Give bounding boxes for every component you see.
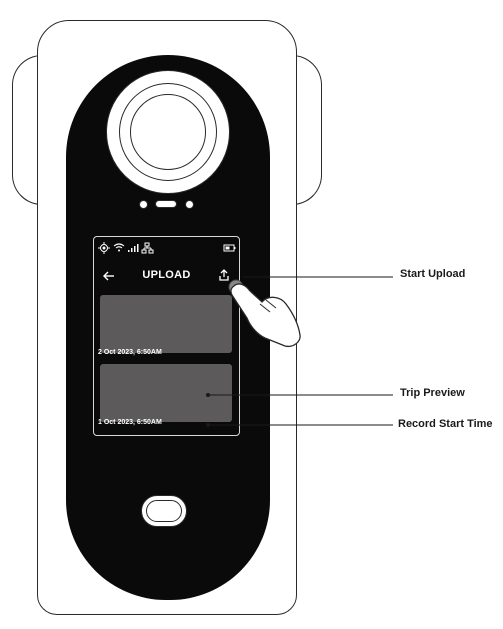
- trip-preview-card[interactable]: [100, 295, 232, 353]
- wifi-icon: [113, 243, 125, 252]
- signal-icon: [128, 244, 139, 252]
- network-icon: [141, 242, 154, 254]
- battery-icon: [223, 244, 236, 252]
- camera-lens-icon: [130, 94, 206, 170]
- upload-icon[interactable]: [216, 267, 232, 283]
- callout-start-upload: Start Upload: [400, 268, 466, 280]
- page-title: UPLOAD: [142, 269, 191, 281]
- device-screen: UPLOAD 2 Oct 2023, 6:50AM 1 Oct 2023, 6:…: [93, 236, 240, 436]
- callout-dot-trip-preview: [206, 393, 210, 397]
- status-bar: [94, 237, 239, 259]
- trip-preview-card[interactable]: [100, 364, 232, 422]
- sensor-right-icon: [185, 200, 194, 209]
- back-arrow-icon[interactable]: [101, 268, 117, 284]
- callout-dot-record-start: [206, 423, 210, 427]
- home-button-ring: [146, 500, 182, 522]
- sensor-left-icon: [139, 200, 148, 209]
- callout-trip-preview: Trip Preview: [400, 387, 465, 399]
- hand-pointer-icon: [230, 283, 301, 348]
- sensor-slot-icon: [155, 200, 177, 208]
- callout-record-start-time: Record Start Time: [398, 418, 493, 430]
- trip-start-time: 2 Oct 2023, 6:50AM: [98, 349, 162, 356]
- trip-start-time: 1 Oct 2023, 6:50AM: [98, 419, 162, 426]
- title-row: UPLOAD: [94, 265, 239, 287]
- gps-icon: [98, 242, 110, 254]
